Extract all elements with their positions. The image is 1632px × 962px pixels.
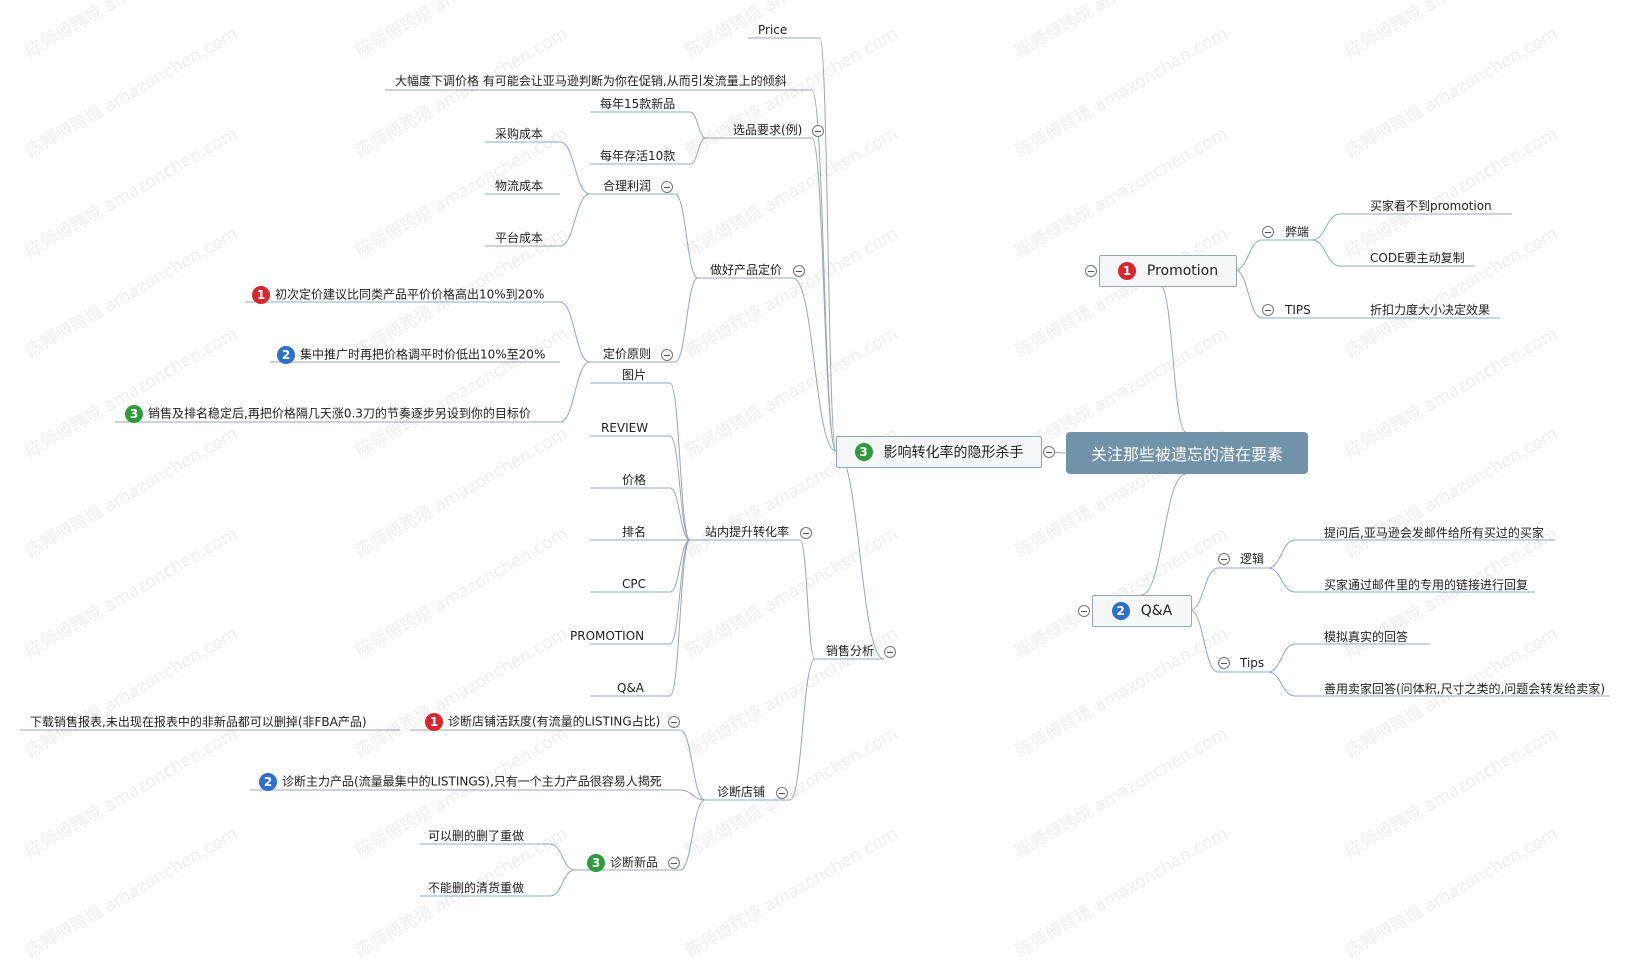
node-new-item-2[interactable]: 不能删的清货重做 bbox=[428, 881, 525, 895]
collapse-toggle-cons[interactable] bbox=[1262, 226, 1274, 238]
node-onsite-item-3[interactable]: 价格 bbox=[622, 473, 647, 487]
collapse-toggle-promotion[interactable] bbox=[1085, 265, 1097, 277]
collapse-toggle-hidden-killers[interactable] bbox=[1043, 446, 1055, 458]
node-hidden-killers-label: 影响转化率的隐形杀手 bbox=[883, 445, 1024, 461]
node-activity-note[interactable]: 下载销售报表,未出现在报表中的非新品都可以删掉(非FBA产品) bbox=[30, 715, 367, 729]
node-selection-item-1[interactable]: 每年15款新品 bbox=[600, 97, 676, 111]
node-promotion[interactable]: 1 Promotion bbox=[1099, 255, 1237, 287]
node-onsite-item-7[interactable]: Q&A bbox=[617, 681, 645, 695]
node-principle-1[interactable]: 1 初次定价建议比同类产品平价价格高出10%到20% bbox=[252, 286, 544, 304]
collapse-toggle-activity[interactable] bbox=[668, 716, 680, 728]
node-qa-label: Q&A bbox=[1140, 603, 1173, 619]
collapse-toggle-selection[interactable] bbox=[812, 125, 824, 137]
collapse-toggle-promo-tips[interactable] bbox=[1262, 304, 1274, 316]
node-onsite-item-6[interactable]: PROMOTION bbox=[570, 629, 645, 643]
node-logic[interactable]: 逻辑 bbox=[1240, 552, 1265, 566]
node-profit-item-3[interactable]: 平台成本 bbox=[495, 231, 544, 245]
collapse-toggle-store[interactable] bbox=[776, 787, 788, 799]
node-principle-1-text: 初次定价建议比同类产品平价价格高出10%到20% bbox=[275, 287, 545, 302]
collapse-toggle-new-products[interactable] bbox=[668, 857, 680, 869]
priority-2-badge: 2 bbox=[277, 346, 295, 364]
node-qa-tips-item-2[interactable]: 善用卖家回答(问体积,尺寸之类的,问题会转发给卖家) bbox=[1324, 682, 1605, 696]
priority-2-badge: 2 bbox=[1111, 602, 1130, 620]
node-store[interactable]: 诊断店铺 bbox=[717, 785, 766, 799]
node-profit-item-2[interactable]: 物流成本 bbox=[495, 179, 544, 193]
node-promo-tips-item-1[interactable]: 折扣力度大小决定效果 bbox=[1370, 303, 1491, 317]
root-node[interactable]: 关注那些被遗忘的潜在要素 bbox=[1066, 432, 1308, 474]
priority-2-badge: 2 bbox=[259, 773, 277, 791]
node-qa-tips-item-1[interactable]: 模拟真实的回答 bbox=[1324, 630, 1409, 644]
node-principle-2-text: 集中推广时再把价格调平时价低出10%至20% bbox=[300, 347, 546, 362]
node-onsite-item-5[interactable]: CPC bbox=[622, 577, 646, 591]
node-principles[interactable]: 定价原则 bbox=[603, 347, 652, 361]
node-activity-label: 诊断店铺活跃度(有流量的LISTING占比) bbox=[448, 714, 661, 729]
node-new-item-1[interactable]: 可以删的删了重做 bbox=[428, 829, 525, 843]
node-main-products[interactable]: 2 诊断主力产品(流量最集中的LISTINGS),只有一个主力产品很容易人揭死 bbox=[259, 773, 662, 791]
node-selection[interactable]: 选品要求(例) bbox=[733, 123, 803, 137]
node-principle-3-text: 销售及排名稳定后,再把价格隔几天涨0.3刀的节奏逐步另设到你的目标价 bbox=[148, 406, 531, 421]
priority-3-badge: 3 bbox=[854, 443, 873, 461]
node-cons-item-2[interactable]: CODE要主动复制 bbox=[1370, 251, 1465, 265]
priority-3-badge: 3 bbox=[587, 854, 605, 872]
collapse-toggle-logic[interactable] bbox=[1218, 553, 1230, 565]
node-profit-item-1[interactable]: 采购成本 bbox=[495, 127, 544, 141]
node-price[interactable]: Price bbox=[758, 23, 788, 37]
node-qa[interactable]: 2 Q&A bbox=[1092, 595, 1192, 627]
priority-1-badge: 1 bbox=[425, 713, 443, 731]
node-selection-item-2[interactable]: 每年存活10款 bbox=[600, 149, 676, 163]
node-onsite-item-2[interactable]: REVIEW bbox=[601, 421, 649, 435]
node-cons[interactable]: 弊端 bbox=[1285, 225, 1310, 239]
node-new-products-label: 诊断新品 bbox=[610, 855, 659, 870]
node-hidden-killers[interactable]: 3 影响转化率的隐形杀手 bbox=[836, 436, 1042, 468]
connector-lines bbox=[20, 37, 1610, 897]
node-activity[interactable]: 1 诊断店铺活跃度(有流量的LISTING占比) bbox=[425, 713, 660, 731]
priority-3-badge: 3 bbox=[125, 405, 143, 423]
node-principle-3[interactable]: 3 销售及排名稳定后,再把价格隔几天涨0.3刀的节奏逐步另设到你的目标价 bbox=[125, 405, 531, 423]
node-onsite-item-4[interactable]: 排名 bbox=[622, 525, 647, 539]
collapse-toggle-profit[interactable] bbox=[661, 181, 673, 193]
node-logic-item-2[interactable]: 买家通过邮件里的专用的链接进行回复 bbox=[1324, 578, 1529, 592]
priority-1-badge: 1 bbox=[252, 286, 270, 304]
priority-1-badge: 1 bbox=[1117, 262, 1136, 280]
node-main-products-label: 诊断主力产品(流量最集中的LISTINGS),只有一个主力产品很容易人揭死 bbox=[282, 774, 662, 789]
node-price-note[interactable]: 大幅度下调价格 有可能会让亚马逊判断为你在促销,从而引发流量上的倾斜 bbox=[395, 74, 787, 88]
node-new-products[interactable]: 3 诊断新品 bbox=[587, 854, 658, 872]
node-principle-2[interactable]: 2 集中推广时再把价格调平时价低出10%至20% bbox=[277, 346, 545, 364]
node-logic-item-1[interactable]: 提问后,亚马逊会发邮件给所有买过的买家 bbox=[1324, 526, 1544, 540]
node-promo-tips[interactable]: TIPS bbox=[1285, 303, 1311, 317]
node-pricing[interactable]: 做好产品定价 bbox=[710, 263, 783, 277]
collapse-toggle-qa[interactable] bbox=[1078, 605, 1090, 617]
node-cons-item-1[interactable]: 买家看不到promotion bbox=[1370, 199, 1492, 213]
node-onsite-item-1[interactable]: 图片 bbox=[622, 368, 647, 382]
root-label: 关注那些被遗忘的潜在要素 bbox=[1090, 445, 1283, 464]
node-qa-tips[interactable]: Tips bbox=[1240, 656, 1265, 670]
node-sales[interactable]: 销售分析 bbox=[826, 644, 875, 658]
node-profit[interactable]: 合理利润 bbox=[603, 179, 652, 193]
collapse-toggle-sales[interactable] bbox=[884, 646, 896, 658]
collapse-toggle-onsite[interactable] bbox=[800, 527, 812, 539]
collapse-toggle-pricing[interactable] bbox=[793, 265, 805, 277]
node-onsite[interactable]: 站内提升转化率 bbox=[705, 525, 790, 539]
node-promotion-label: Promotion bbox=[1146, 263, 1219, 279]
collapse-toggle-qa-tips[interactable] bbox=[1218, 657, 1230, 669]
collapse-toggle-principles[interactable] bbox=[661, 349, 673, 361]
